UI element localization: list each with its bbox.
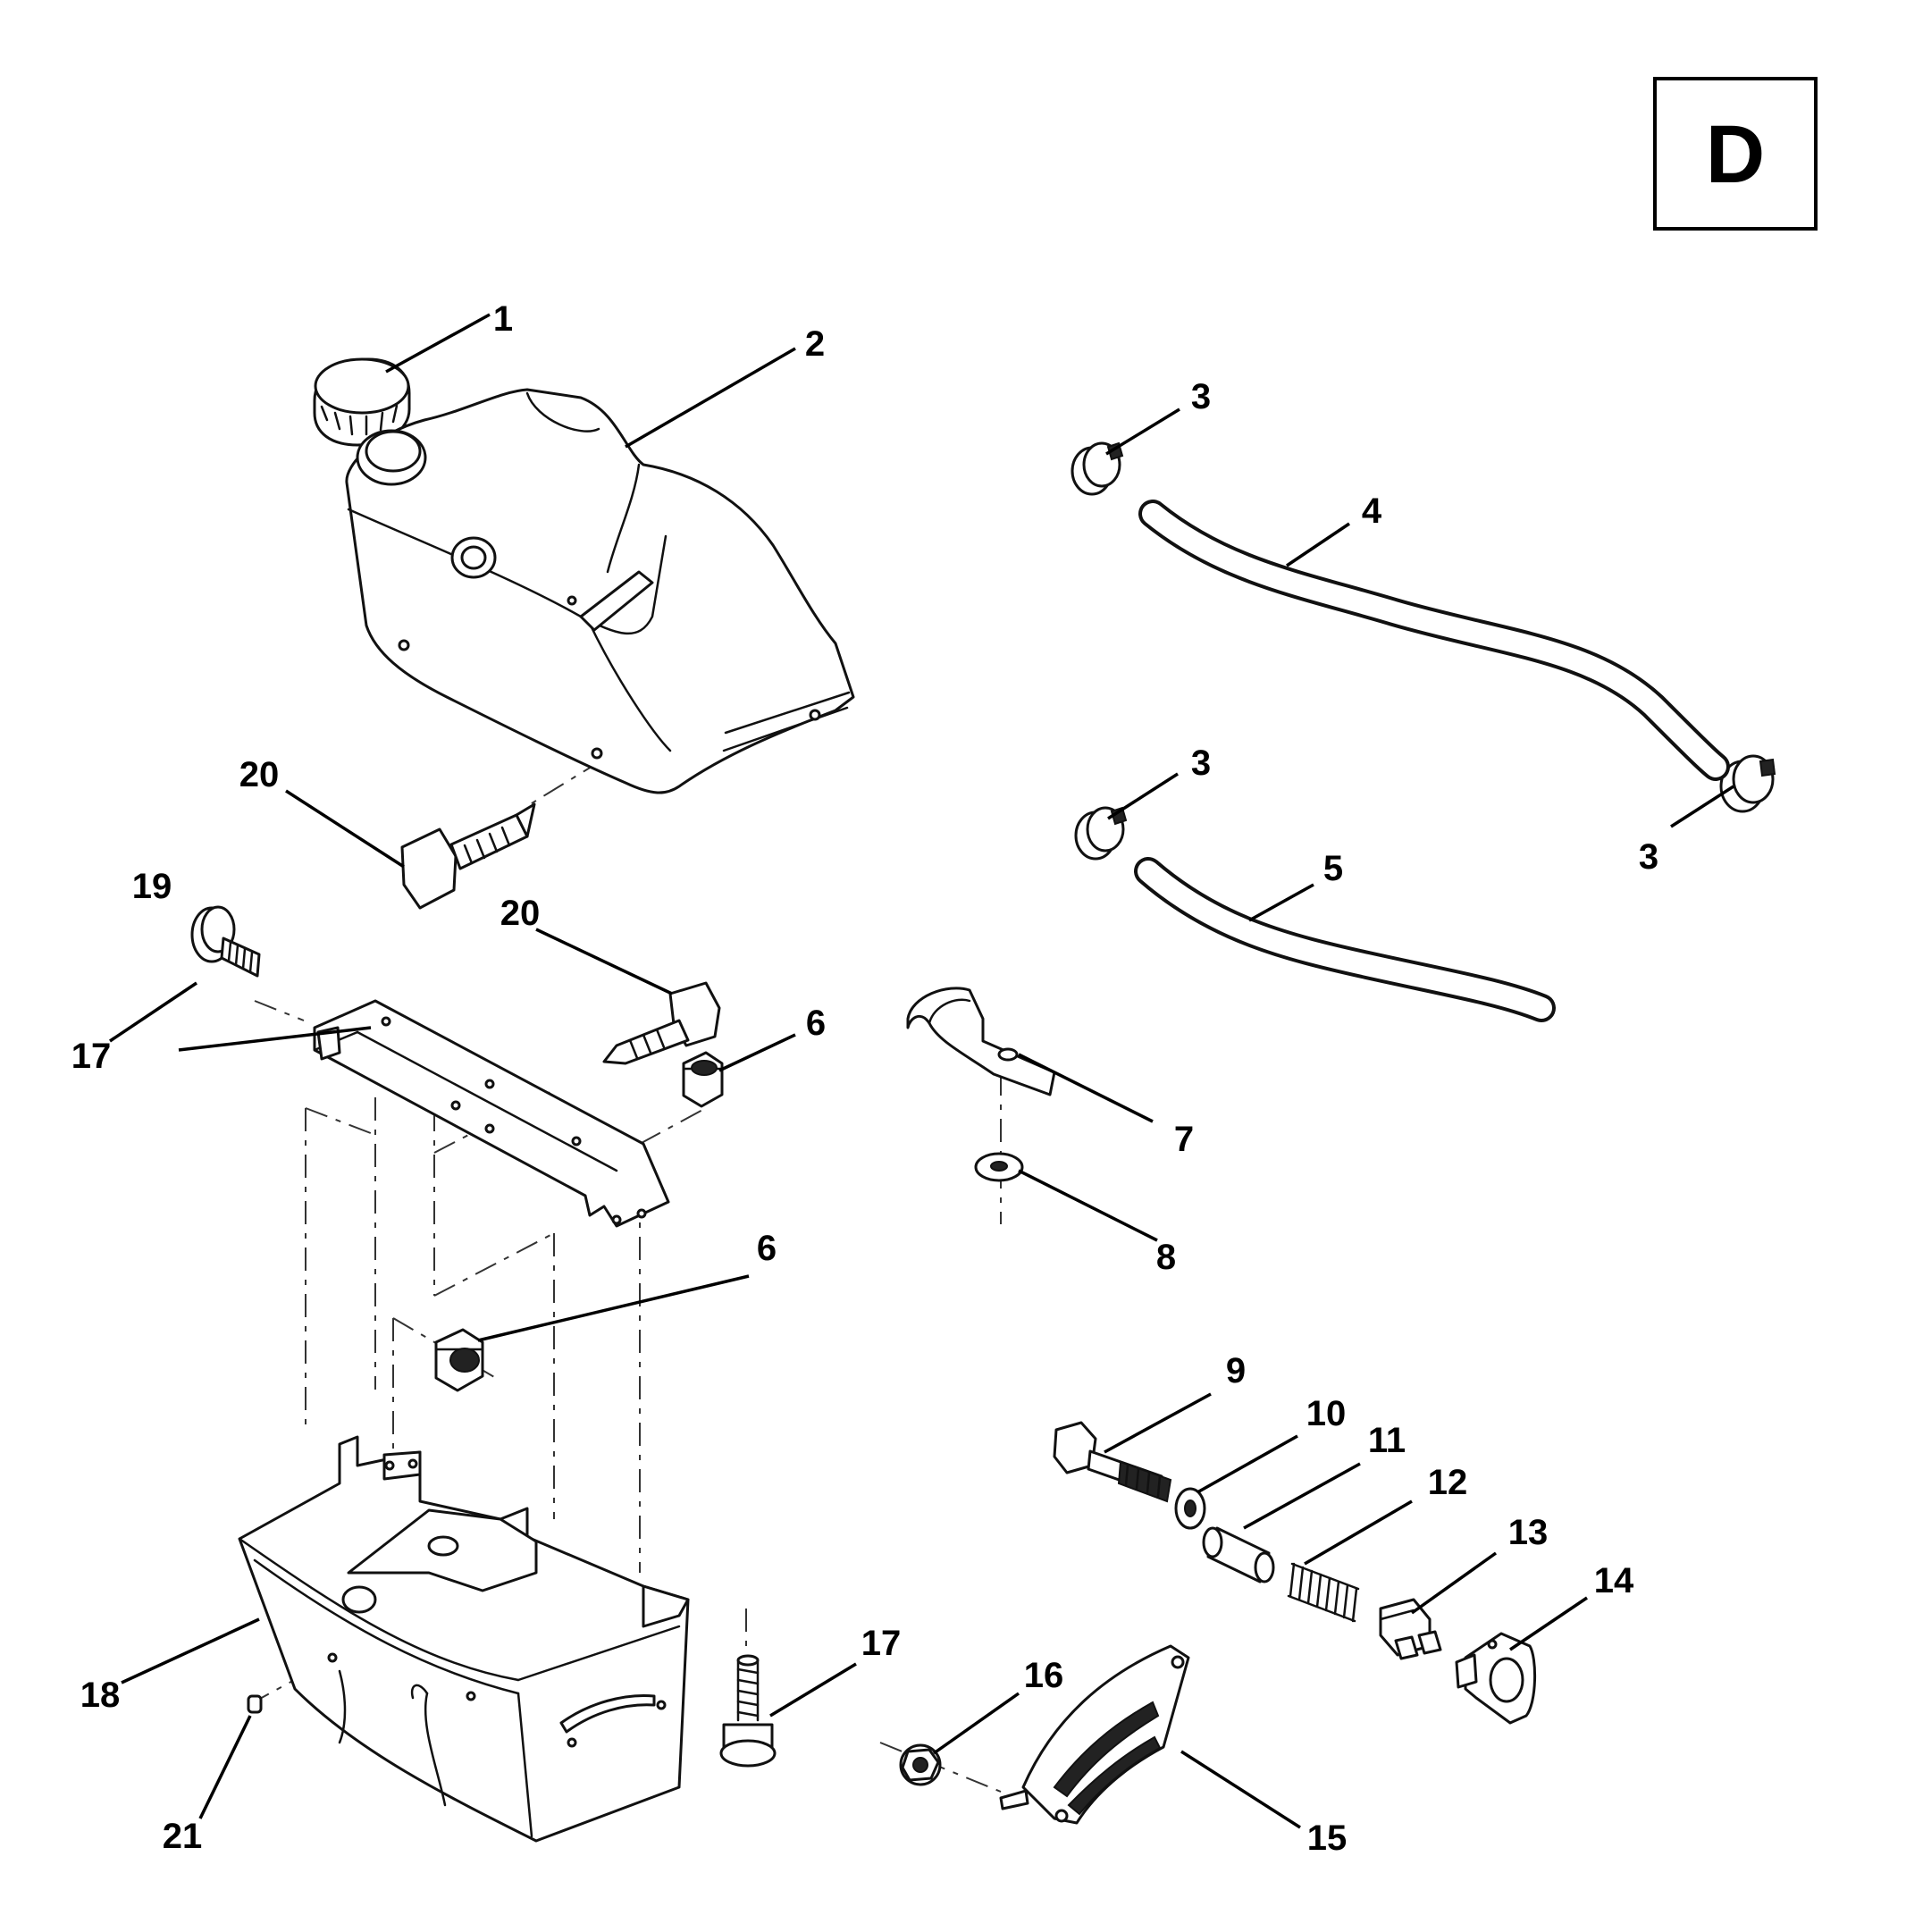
callout-3a: 3 (1191, 377, 1211, 416)
callout-12: 12 (1428, 1463, 1468, 1502)
callout-18: 18 (80, 1676, 121, 1715)
part-17-bolt-upper (190, 905, 261, 978)
part-17-bolt-lower (719, 1654, 777, 1768)
part-3-hose-clamp-right (1719, 754, 1776, 813)
callout-6b: 6 (757, 1229, 777, 1268)
part-6-nut-lower (434, 1328, 484, 1392)
part-3-hose-clamp-upper (1071, 441, 1124, 496)
callout-1: 1 (493, 299, 513, 339)
callout-9: 9 (1226, 1351, 1246, 1390)
callout-20a: 20 (239, 755, 280, 794)
part-13-switch-block (1379, 1598, 1442, 1660)
callout-2: 2 (805, 324, 825, 364)
callout-5: 5 (1323, 849, 1343, 888)
leader-lines (109, 313, 1734, 1829)
callout-20b: 20 (500, 894, 541, 933)
callout-21: 21 (163, 1817, 203, 1856)
callout-17a: 17 (71, 1037, 112, 1076)
callout-17b: 17 (861, 1624, 902, 1663)
part-6-nut-upper (682, 1051, 724, 1108)
part-20-bolt-lower (602, 981, 721, 1065)
part-11-spacer (1202, 1526, 1275, 1583)
part-9-bolt (1053, 1421, 1172, 1503)
callout-4: 4 (1362, 491, 1382, 531)
part-1-filler-cap (313, 357, 411, 447)
part-15-quadrant-plate (999, 1644, 1190, 1825)
part-5-fuel-line-short (1134, 857, 1556, 1022)
part-14-switch-bracket (1455, 1632, 1537, 1725)
callout-7: 7 (1174, 1120, 1194, 1159)
callout-3b: 3 (1191, 743, 1211, 783)
section-letter: D (1706, 109, 1765, 200)
part-3-hose-clamp-middle (1074, 806, 1128, 861)
part-16-flange-nut (899, 1743, 942, 1786)
part-7-pipe-clip (906, 987, 1056, 1096)
callout-labels: 1 2 3 3 3 4 5 6 6 7 8 9 10 11 12 13 14 1… (71, 299, 1658, 1858)
part-8-washer (974, 1152, 1024, 1182)
part-12-spring (1287, 1562, 1360, 1623)
part-21-pin (247, 1694, 263, 1714)
part-19-bracket (313, 999, 670, 1228)
callout-11: 11 (1368, 1421, 1406, 1460)
callout-8: 8 (1156, 1238, 1176, 1277)
callout-14: 14 (1594, 1561, 1634, 1600)
callout-15: 15 (1307, 1819, 1348, 1858)
section-box: D (1653, 77, 1818, 231)
callout-6a: 6 (806, 1004, 826, 1043)
callout-16: 16 (1024, 1656, 1064, 1695)
callout-10: 10 (1306, 1394, 1347, 1433)
part-2-fuel-tank (345, 388, 855, 794)
callout-3c: 3 (1639, 837, 1658, 877)
part-4-fuel-line-long (1138, 500, 1730, 781)
part-10-washer (1174, 1487, 1206, 1530)
part-20-screw-upper (400, 802, 536, 910)
callout-19: 19 (132, 867, 172, 906)
part-18-control-housing (238, 1435, 690, 1843)
callout-13: 13 (1508, 1513, 1549, 1552)
